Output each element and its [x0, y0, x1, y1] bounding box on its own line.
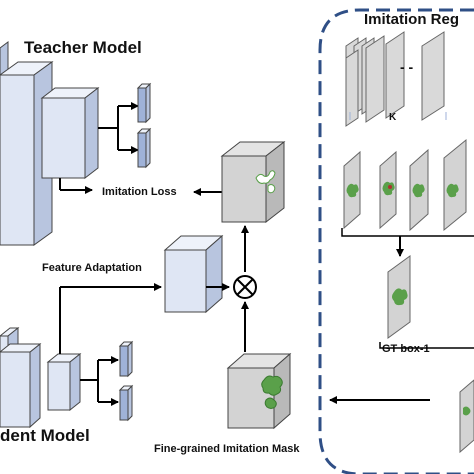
student-head-cls: [118, 340, 134, 378]
iou-map-4: [443, 138, 467, 232]
gt-box-map: [387, 255, 411, 339]
k-label: K: [389, 112, 397, 123]
multiply-operator: [233, 275, 257, 299]
iou-map-3: [409, 148, 429, 232]
iou-map-2: [379, 150, 397, 230]
k-brace: [349, 112, 447, 120]
final-mask-map: [459, 379, 474, 454]
imitation-region-panel: [318, 8, 474, 474]
teacher-model-label: Teacher Model: [24, 38, 142, 57]
iou-map-1: [343, 150, 361, 230]
student-to-adaptation-arrow: [59, 283, 162, 354]
student-head-reg: [118, 384, 134, 422]
planes-ellipsis: - -: [400, 59, 414, 75]
teacher-head-reg: [136, 127, 152, 169]
teacher-head-connector: [98, 102, 139, 154]
student-model-label: dent Model: [0, 426, 90, 445]
merge-bracket: [341, 228, 474, 237]
masked-feature-map: [220, 140, 286, 224]
gt-box-label: GT box-1: [382, 343, 430, 355]
student-head-connector: [80, 356, 119, 406]
imitation-mask-label: Fine-grained Imitation Mask: [154, 443, 300, 455]
teacher-head-cls: [136, 82, 152, 124]
teacher-backbone: [0, 41, 100, 246]
gt-bracket: [379, 342, 474, 349]
teacher-to-loss-arrow: [59, 178, 93, 194]
imitation-loss-label: Imitation Loss: [102, 186, 177, 198]
adaptation-block: [163, 234, 224, 314]
imitation-region-label: Imitation Reg: [364, 11, 459, 28]
imitation-mask-block: [226, 352, 292, 430]
anchor-planes: [345, 31, 445, 127]
feature-adaptation-label: Feature Adaptation: [42, 262, 142, 274]
student-backbone: [0, 326, 82, 429]
